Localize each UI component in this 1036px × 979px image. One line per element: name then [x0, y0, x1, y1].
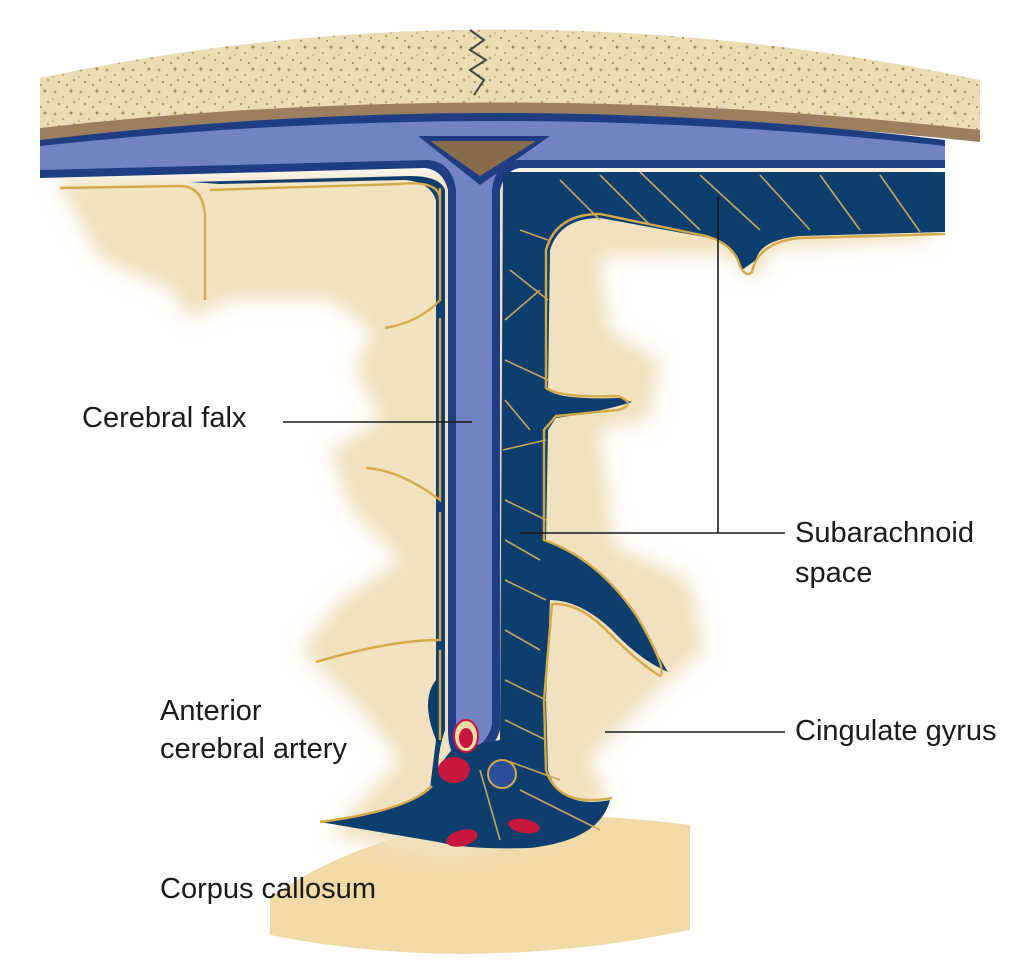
anterior-cerebral-artery-vessel	[438, 757, 470, 783]
sagittal-suture	[468, 29, 488, 96]
blood-vessels	[438, 719, 540, 847]
label-cerebral-falx: Cerebral falx	[82, 402, 247, 434]
label-subarachnoid-line2: space	[795, 557, 873, 589]
vein-vessel	[487, 759, 517, 789]
superior-sagittal-sinus	[430, 141, 536, 176]
callosal-artery-right	[508, 818, 540, 834]
corpus-callosum	[270, 816, 690, 954]
skull	[40, 29, 980, 146]
label-cingulate-gyrus: Cingulate gyrus	[795, 715, 997, 747]
label-anterior-line1: Anterior	[160, 695, 262, 727]
label-anterior-line2: cerebral artery	[160, 733, 347, 765]
falx-artery	[459, 728, 473, 748]
arachnoid-trabeculae	[479, 171, 921, 841]
label-subarachnoid-line1: Subarachnoid	[795, 517, 974, 549]
leader-lines	[283, 196, 785, 733]
subarachnoid-space	[190, 171, 945, 849]
pia-mater	[59, 182, 946, 824]
callosal-artery-left	[446, 829, 478, 847]
dura-mater	[40, 113, 945, 760]
label-corpus-callosum: Corpus callosum	[160, 873, 376, 905]
